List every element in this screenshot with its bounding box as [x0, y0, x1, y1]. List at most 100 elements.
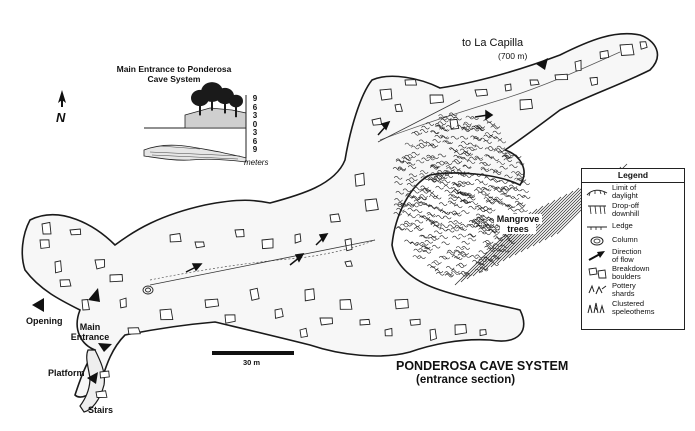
mangrove-mark	[432, 139, 441, 143]
mangrove-mark	[513, 187, 522, 192]
mangrove-mark	[482, 224, 491, 229]
mangrove-mark	[460, 271, 470, 275]
mangrove-mark	[417, 196, 427, 200]
boulder	[354, 172, 365, 187]
boulder	[394, 298, 409, 310]
mangrove-mark	[485, 154, 495, 159]
boulder	[261, 238, 274, 250]
mangrove-mark	[402, 188, 412, 193]
mangrove-mark	[483, 134, 492, 139]
legend-item: Ledge	[582, 219, 684, 235]
mangrove-mark	[454, 224, 464, 229]
column-icon	[590, 236, 604, 246]
scale-label: 30 m	[243, 358, 261, 367]
mangrove-mark	[393, 176, 403, 180]
mangrove-mark	[460, 141, 470, 145]
mangrove-mark	[426, 156, 436, 161]
mangrove-mark	[423, 203, 432, 207]
mangrove-mark	[516, 178, 525, 183]
main-entrance-label-2: Entrance	[70, 332, 110, 342]
boulder	[364, 198, 379, 212]
mangrove-mark	[493, 188, 503, 193]
mangrove-mark	[420, 190, 429, 194]
main-entrance-arrow-2	[98, 343, 112, 352]
mangrove-mark	[422, 245, 431, 249]
mangrove-mark	[486, 248, 496, 252]
mangrove-mark	[516, 204, 525, 208]
mangrove-mark	[439, 210, 449, 214]
mangrove-mark	[462, 254, 471, 258]
mangrove-mark	[457, 253, 467, 258]
mangrove-root	[502, 190, 574, 262]
mangrove-mark	[459, 135, 469, 140]
mangrove-mark	[515, 171, 525, 175]
mangrove-mark	[454, 256, 463, 260]
mangrove-mark	[497, 150, 507, 155]
mangrove-mark	[464, 152, 473, 156]
mangrove-mark	[397, 166, 407, 171]
mangrove-mark	[488, 135, 498, 139]
mangrove-mark	[438, 255, 448, 260]
mangrove-mark	[413, 248, 422, 253]
boulder	[204, 298, 220, 309]
mangrove-mark	[438, 202, 448, 206]
mangrove-mark	[483, 140, 492, 144]
mangrove-mark	[435, 185, 444, 190]
mangrove-mark	[470, 255, 479, 259]
mangrove-mark	[443, 116, 452, 120]
mangrove-mark	[480, 137, 489, 142]
mangrove-mark	[483, 119, 492, 123]
mangrove-mark	[396, 207, 405, 212]
mangrove-mark	[445, 165, 455, 169]
mangrove-mark	[484, 240, 494, 244]
mangrove-mark	[404, 142, 414, 147]
north-label: N	[56, 110, 66, 125]
mangrove-mark	[467, 237, 477, 242]
mangrove-mark	[460, 223, 469, 228]
mangrove-mark	[507, 208, 517, 212]
mangrove-mark	[507, 180, 516, 184]
boulder	[99, 370, 110, 379]
mangrove-mark	[412, 196, 421, 200]
mangrove-mark	[483, 222, 492, 226]
mangrove-mark	[478, 230, 487, 235]
mangrove-mark	[404, 154, 413, 159]
mangrove-mark	[504, 204, 514, 209]
mangrove-mark	[514, 200, 524, 205]
mangrove-mark	[426, 154, 435, 159]
mangrove-mark	[424, 240, 434, 244]
mangrove-mark	[471, 125, 480, 130]
breakdown-boulders	[39, 41, 648, 398]
mangrove-mark	[461, 128, 471, 132]
mangrove-mark	[427, 213, 436, 218]
mangrove-label-1: Mangrove	[494, 214, 542, 224]
mangrove-mark	[458, 262, 467, 267]
tree-trunk	[211, 98, 213, 111]
mangrove-mark	[432, 195, 442, 200]
mangrove-mark	[417, 255, 426, 259]
mangrove-mark	[397, 202, 407, 206]
mangrove-mark	[504, 174, 513, 179]
mangrove-mark	[411, 223, 420, 227]
mangrove-mark	[435, 215, 445, 219]
mangrove-mark	[419, 194, 428, 198]
mangrove-mark	[496, 145, 506, 150]
mangrove-mark	[422, 250, 432, 254]
mangrove-mark	[404, 239, 413, 244]
mangrove-mark	[506, 195, 515, 199]
mangrove-mark	[452, 166, 461, 170]
mangrove-mark	[509, 164, 518, 168]
mangrove-mark	[434, 124, 444, 129]
mangrove-mark	[428, 204, 437, 209]
mangrove-mark	[410, 203, 419, 208]
columns	[142, 285, 154, 295]
mangrove-mark	[502, 155, 511, 159]
opening-label: Opening	[26, 316, 63, 326]
mangrove-mark	[503, 186, 512, 190]
mangrove-mark	[469, 156, 478, 161]
mangrove-mark	[421, 157, 430, 162]
mangrove-mark	[517, 202, 526, 207]
